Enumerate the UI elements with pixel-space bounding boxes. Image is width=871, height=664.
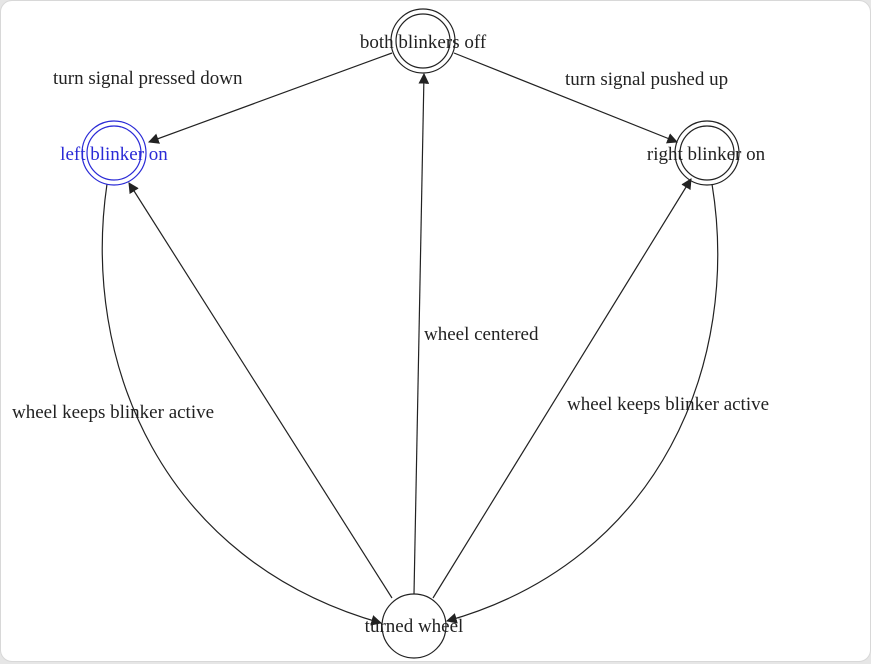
edge-label-wheel-centered: wheel centered (424, 324, 539, 345)
edge-label-pushed-up: turn signal pushed up (565, 69, 728, 90)
state-left-blinker-on[interactable] (81, 120, 147, 186)
node-label-turned-wheel: turned wheel (365, 616, 464, 637)
node-label-right-on: right blinker on (647, 144, 766, 165)
edge-wheel-to-left (128, 182, 393, 599)
node-label-left-on: left blinker on (60, 144, 168, 165)
edge-right-to-wheel (445, 183, 719, 624)
state-right-blinker-on[interactable] (674, 120, 740, 186)
node-label-both-off: both blinkers off (360, 32, 487, 53)
state-both-blinkers-off[interactable] (390, 8, 456, 74)
edge-label-left-keeps-active: wheel keeps blinker active (12, 402, 214, 423)
edge-wheel-to-off (413, 72, 430, 595)
edge-off-to-right (453, 52, 679, 144)
edge-label-pressed-down: turn signal pressed down (53, 68, 243, 89)
edge-label-right-keeps-active: wheel keeps blinker active (567, 394, 769, 415)
edge-left-to-wheel (101, 183, 383, 626)
state-turned-wheel[interactable] (381, 593, 447, 659)
edge-wheel-to-right (432, 178, 692, 599)
edge-off-to-left (147, 52, 393, 144)
